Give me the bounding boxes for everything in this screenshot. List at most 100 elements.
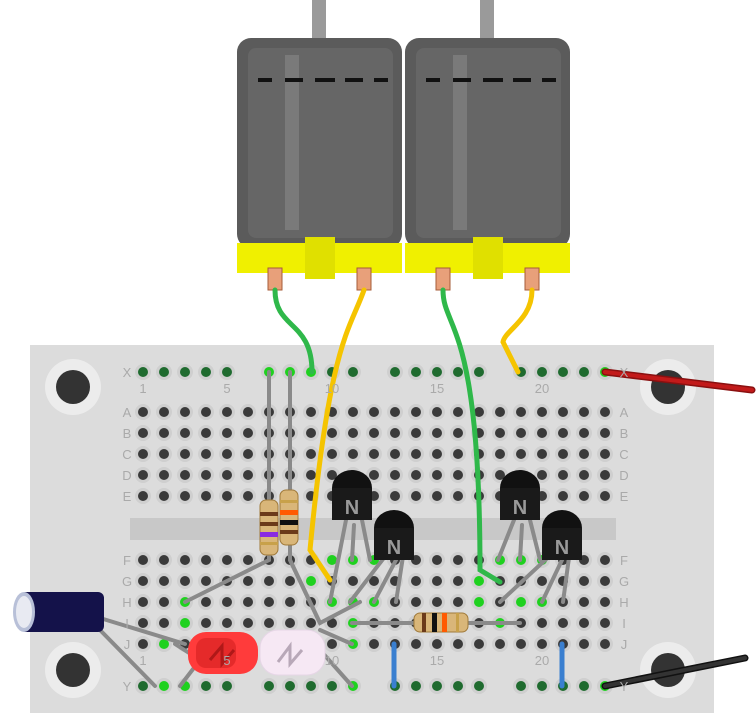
breadboard-hole[interactable] (516, 681, 526, 691)
breadboard-hole[interactable] (159, 618, 169, 628)
breadboard-hole[interactable] (579, 681, 589, 691)
breadboard-hole[interactable] (537, 576, 547, 586)
breadboard-hole[interactable] (537, 367, 547, 377)
breadboard-hole[interactable] (411, 470, 421, 480)
breadboard-hole[interactable] (453, 428, 463, 438)
breadboard-hole[interactable] (222, 555, 232, 565)
breadboard-hole[interactable] (600, 555, 610, 565)
breadboard-hole[interactable] (453, 470, 463, 480)
breadboard-hole[interactable] (432, 639, 442, 649)
breadboard-hole[interactable] (348, 407, 358, 417)
breadboard-hole[interactable] (180, 407, 190, 417)
breadboard-hole[interactable] (579, 491, 589, 501)
breadboard-hole[interactable] (159, 470, 169, 480)
breadboard-hole[interactable] (579, 639, 589, 649)
breadboard-hole[interactable] (453, 597, 463, 607)
breadboard-hole[interactable] (411, 428, 421, 438)
breadboard-hole[interactable] (579, 367, 589, 377)
breadboard-hole[interactable] (159, 576, 169, 586)
breadboard-hole[interactable] (138, 597, 148, 607)
breadboard-hole[interactable] (222, 449, 232, 459)
breadboard-hole[interactable] (411, 449, 421, 459)
breadboard-hole[interactable] (537, 639, 547, 649)
breadboard-hole[interactable] (306, 428, 316, 438)
breadboard-hole[interactable] (222, 681, 232, 691)
breadboard-hole[interactable] (138, 407, 148, 417)
breadboard-hole[interactable] (180, 470, 190, 480)
breadboard-hole[interactable] (327, 639, 337, 649)
breadboard-hole[interactable] (243, 470, 253, 480)
breadboard-hole[interactable] (453, 555, 463, 565)
breadboard-hole[interactable] (432, 576, 442, 586)
breadboard-hole[interactable] (411, 576, 421, 586)
breadboard-hole[interactable] (495, 428, 505, 438)
breadboard-hole[interactable] (159, 367, 169, 377)
breadboard-hole[interactable] (537, 449, 547, 459)
breadboard-hole[interactable] (369, 639, 379, 649)
breadboard-hole[interactable] (201, 618, 211, 628)
breadboard-hole[interactable] (201, 407, 211, 417)
breadboard-hole[interactable] (432, 491, 442, 501)
breadboard-hole[interactable] (138, 367, 148, 377)
breadboard-hole[interactable] (453, 576, 463, 586)
breadboard-hole[interactable] (474, 407, 484, 417)
breadboard-hole[interactable] (138, 428, 148, 438)
breadboard-hole[interactable] (600, 470, 610, 480)
breadboard-hole[interactable] (600, 618, 610, 628)
breadboard-hole[interactable] (243, 576, 253, 586)
breadboard-hole[interactable] (201, 597, 211, 607)
breadboard-hole[interactable] (243, 407, 253, 417)
breadboard-hole[interactable] (558, 491, 568, 501)
breadboard-hole[interactable] (243, 555, 253, 565)
breadboard-hole[interactable] (327, 428, 337, 438)
breadboard-hole[interactable] (390, 428, 400, 438)
breadboard-hole[interactable] (306, 407, 316, 417)
breadboard-hole[interactable] (369, 576, 379, 586)
breadboard-hole[interactable] (537, 618, 547, 628)
breadboard-hole[interactable] (390, 470, 400, 480)
breadboard-hole[interactable] (201, 681, 211, 691)
breadboard-hole[interactable] (180, 367, 190, 377)
breadboard-hole[interactable] (306, 681, 316, 691)
breadboard-hole[interactable] (600, 428, 610, 438)
breadboard-hole[interactable] (180, 428, 190, 438)
breadboard-hole[interactable] (201, 576, 211, 586)
breadboard-hole[interactable] (138, 470, 148, 480)
breadboard-hole[interactable] (243, 597, 253, 607)
breadboard-hole[interactable] (579, 597, 589, 607)
breadboard-hole[interactable] (453, 681, 463, 691)
breadboard-hole[interactable] (222, 470, 232, 480)
breadboard-hole[interactable] (306, 618, 316, 628)
breadboard-hole[interactable] (222, 618, 232, 628)
breadboard-hole[interactable] (453, 491, 463, 501)
breadboard-hole[interactable] (180, 449, 190, 459)
breadboard-hole[interactable] (453, 639, 463, 649)
breadboard-hole[interactable] (537, 407, 547, 417)
breadboard-hole[interactable] (390, 491, 400, 501)
breadboard-hole[interactable] (159, 428, 169, 438)
breadboard-hole[interactable] (600, 639, 610, 649)
breadboard-hole[interactable] (558, 618, 568, 628)
breadboard-hole[interactable] (516, 428, 526, 438)
breadboard-hole[interactable] (285, 576, 295, 586)
breadboard-hole[interactable] (201, 470, 211, 480)
breadboard-hole[interactable] (579, 470, 589, 480)
breadboard-hole[interactable] (411, 407, 421, 417)
breadboard-hole[interactable] (369, 428, 379, 438)
breadboard-hole[interactable] (453, 449, 463, 459)
breadboard-hole[interactable] (432, 681, 442, 691)
breadboard-hole[interactable] (537, 681, 547, 691)
breadboard-hole[interactable] (516, 597, 526, 607)
breadboard-hole[interactable] (432, 367, 442, 377)
breadboard-hole[interactable] (369, 470, 379, 480)
breadboard-hole[interactable] (138, 555, 148, 565)
breadboard-hole[interactable] (222, 407, 232, 417)
breadboard-hole[interactable] (243, 449, 253, 459)
breadboard-hole[interactable] (411, 491, 421, 501)
breadboard-hole[interactable] (411, 367, 421, 377)
breadboard-hole[interactable] (453, 367, 463, 377)
breadboard-hole[interactable] (222, 367, 232, 377)
breadboard-hole[interactable] (285, 681, 295, 691)
breadboard-hole[interactable] (600, 407, 610, 417)
breadboard-hole[interactable] (264, 576, 274, 586)
